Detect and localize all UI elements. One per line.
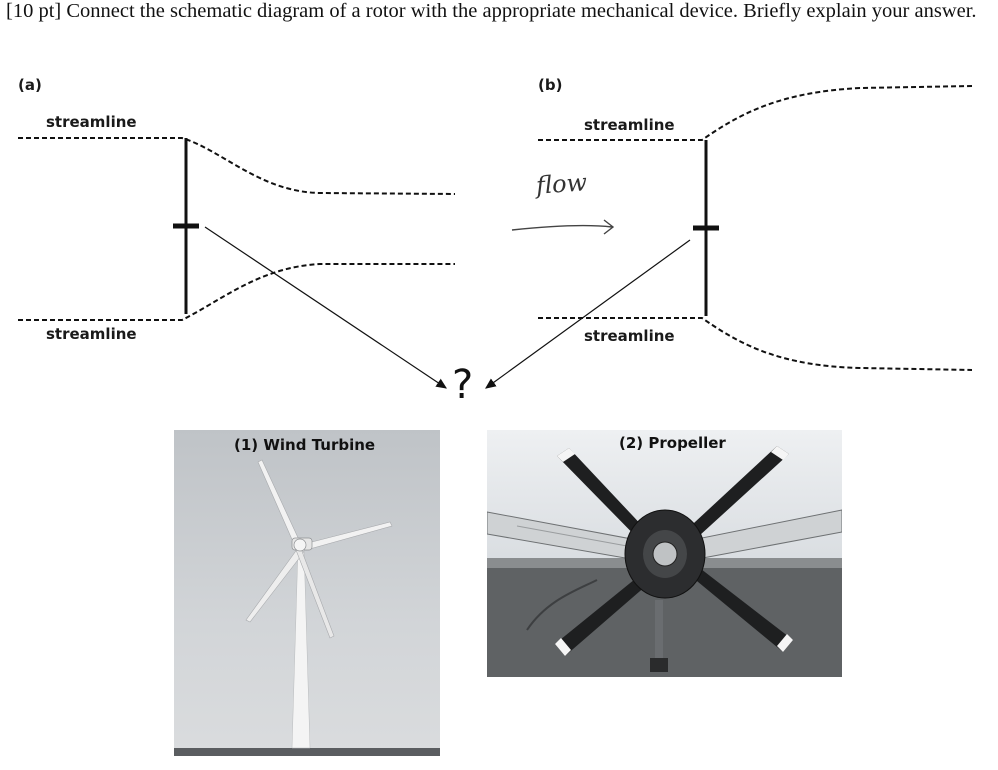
diagram-b-top-streamline-label: streamline xyxy=(584,116,675,134)
diagram-b-top-streamline xyxy=(538,85,973,141)
diagram-a-bottom-streamline-label: streamline xyxy=(46,325,137,343)
arrow-from-b xyxy=(485,239,691,389)
diagram-a-top-streamline-label: streamline xyxy=(46,113,137,131)
propeller-title: (2) Propeller xyxy=(619,434,726,452)
wind-turbine-title: (1) Wind Turbine xyxy=(234,436,376,454)
question-mark: ? xyxy=(452,362,474,408)
diagram-b-bottom-streamline-label: streamline xyxy=(584,327,675,345)
diagram-a-top-streamline xyxy=(18,137,456,195)
question-text: [10 pt] Connect the schematic diagram of… xyxy=(6,0,977,22)
panel-b-label: (b) xyxy=(538,76,563,94)
diagram-b-bottom-streamline xyxy=(538,317,973,371)
wind-turbine-illustration xyxy=(174,430,440,756)
wind-turbine-photo xyxy=(174,430,440,756)
diagram-a-bottom-streamline xyxy=(18,263,455,321)
flow-arrow xyxy=(511,219,615,235)
panel-a-label: (a) xyxy=(18,76,42,94)
propeller-photo xyxy=(487,430,842,677)
propeller-illustration xyxy=(487,430,842,677)
arrow-from-a xyxy=(204,226,447,389)
